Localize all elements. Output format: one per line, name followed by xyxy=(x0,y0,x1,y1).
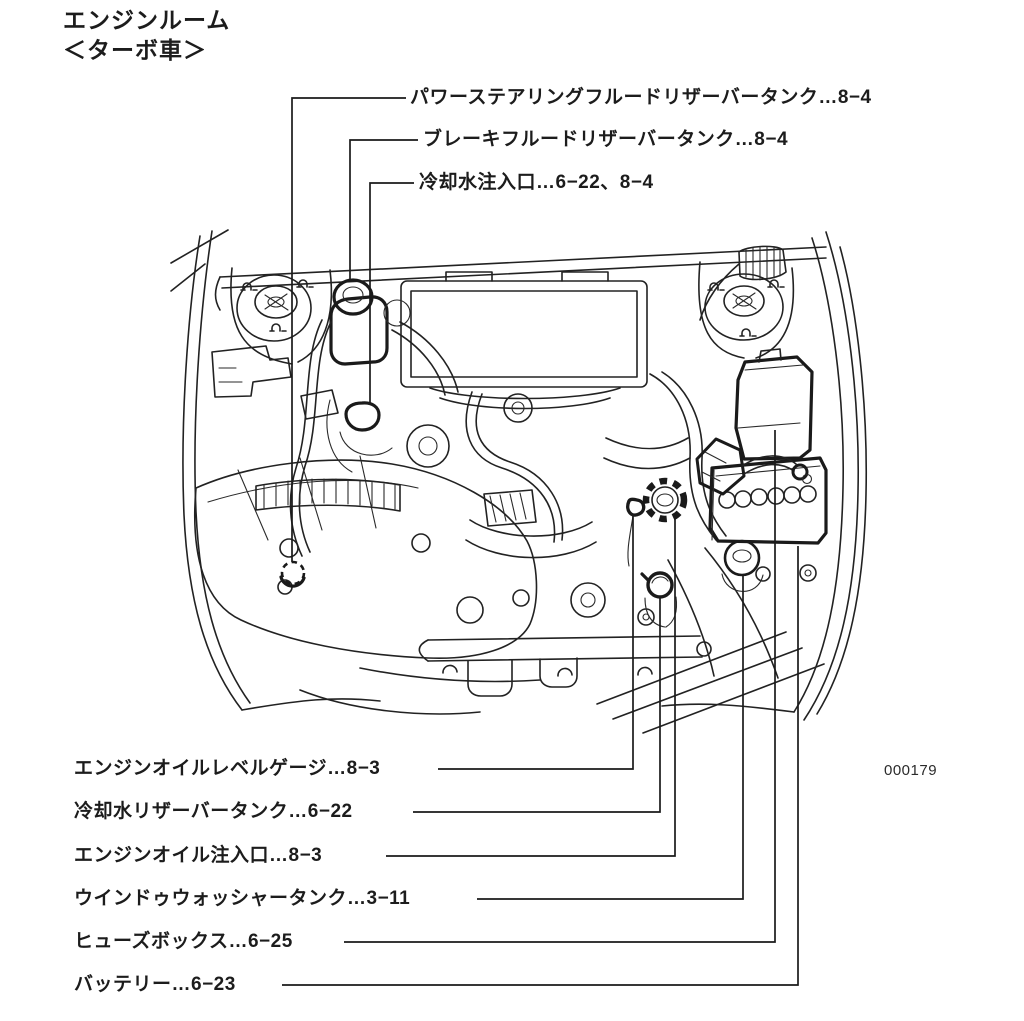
battery-cap-icon xyxy=(799,485,817,503)
leader-oil-filler xyxy=(386,519,676,857)
engine-center xyxy=(406,371,727,624)
battery-cap-icon xyxy=(750,488,768,506)
brake-fluid-reservoir xyxy=(329,278,411,366)
leader-washer-tank xyxy=(477,576,744,900)
bolt-icon xyxy=(767,279,785,288)
figure-code: 000179 xyxy=(884,762,938,779)
leader-fuse-box xyxy=(344,430,776,943)
fuse-box xyxy=(734,348,814,461)
callout-battery: バッテリー…6−23 xyxy=(74,974,236,995)
callout-power-steering-reservoir: パワーステアリングフルードリザーバータンク…8−4 xyxy=(410,87,872,108)
bolt-icon xyxy=(707,282,725,291)
leader-battery xyxy=(282,546,799,986)
bolt-icon xyxy=(296,279,314,288)
leader-brake-fluid xyxy=(349,139,418,280)
callout-fuse-box: ヒューズボックス…6−25 xyxy=(74,931,293,952)
intercooler xyxy=(400,271,648,410)
page-title-line1: エンジンルーム xyxy=(63,7,231,33)
leader-coolant-reservoir xyxy=(413,598,661,813)
oil-dipstick xyxy=(626,497,646,567)
power-steering-reservoir xyxy=(279,560,306,588)
callout-coolant-filler-port: 冷却水注入口…6−22、8−4 xyxy=(419,172,654,193)
battery-cap-icon xyxy=(734,490,752,508)
left-strut-tower xyxy=(230,267,333,365)
air-intake-box xyxy=(193,455,538,659)
callout-washer-tank: ウインドゥウォッシャータンク…3−11 xyxy=(74,888,411,909)
car-body-outline xyxy=(170,229,868,721)
battery-cap-icon xyxy=(767,487,785,505)
leader-lines xyxy=(282,97,799,986)
bolt-icon xyxy=(269,323,287,332)
relay-bracket xyxy=(211,345,339,420)
oil-filler-cap xyxy=(642,477,688,523)
battery-terminal-cover xyxy=(695,437,746,496)
callout-coolant-reservoir: 冷却水リザーバータンク…6−22 xyxy=(74,801,353,822)
accordion-hose xyxy=(255,478,401,512)
radiator-cap xyxy=(326,399,393,473)
bolt-icon xyxy=(739,328,757,337)
intake-duct-right xyxy=(699,245,787,321)
page-title-line2: ＜ターボ車＞ xyxy=(63,37,207,63)
battery xyxy=(695,437,828,545)
callout-brake-fluid-reservoir: ブレーキフルードリザーバータンク…8−4 xyxy=(423,129,789,150)
bolt-icon xyxy=(240,282,258,291)
leader-coolant-filler xyxy=(369,182,414,404)
callout-oil-level-gauge: エンジンオイルレベルゲージ…8−3 xyxy=(74,758,381,779)
page-title: エンジンルーム ＜ターボ車＞ xyxy=(63,5,230,65)
right-strut-tower xyxy=(698,261,795,359)
callout-oil-filler-port: エンジンオイル注入口…8−3 xyxy=(74,845,323,866)
radiator-support xyxy=(299,547,825,734)
battery-cap-icon xyxy=(783,486,801,504)
leader-power-steering xyxy=(291,97,406,562)
leader-oil-dipstick xyxy=(438,516,634,770)
